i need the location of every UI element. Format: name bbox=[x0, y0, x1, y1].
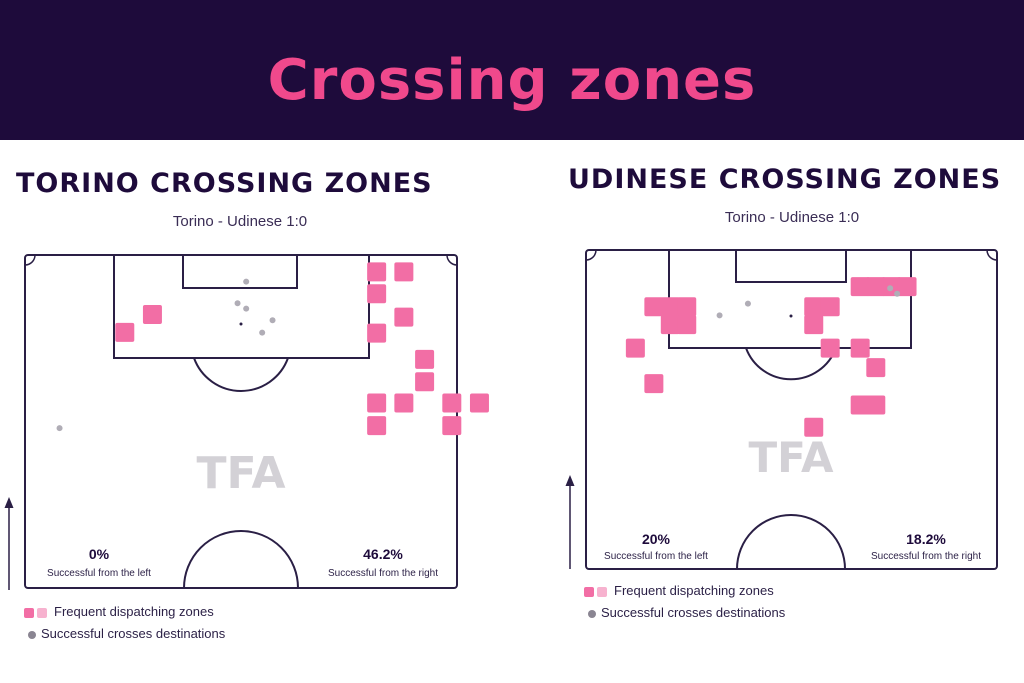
watermark-logo: TFA bbox=[748, 433, 834, 482]
cross-destination bbox=[269, 317, 276, 324]
dispatch-zone bbox=[415, 372, 435, 392]
penalty-box bbox=[668, 249, 912, 349]
cross-destination bbox=[243, 305, 250, 312]
corner-arc-right bbox=[986, 249, 998, 261]
dispatch-zone bbox=[850, 277, 870, 297]
dispatch-zone bbox=[660, 297, 680, 317]
dispatch-zone bbox=[804, 417, 824, 437]
zone-square-light-icon bbox=[37, 608, 47, 618]
dispatch-zone bbox=[442, 416, 462, 436]
watermark-logo: TFA bbox=[196, 448, 285, 499]
legend-label: Frequent dispatching zones bbox=[614, 583, 774, 598]
centre-circle-arc bbox=[183, 530, 299, 589]
dispatch-zone bbox=[394, 307, 414, 327]
dispatch-zone bbox=[442, 393, 462, 413]
left-success-label: Successful from the left bbox=[604, 551, 708, 562]
dispatch-zone bbox=[394, 393, 414, 413]
penalty-spot bbox=[239, 322, 243, 326]
dispatch-zone bbox=[644, 297, 664, 317]
panel-title: TORINO CROSSING ZONES bbox=[16, 168, 433, 199]
dispatch-zone bbox=[415, 349, 435, 369]
pitch-diagram: TFA 20% Successful from the left 18.2% S… bbox=[565, 249, 998, 570]
cross-destination bbox=[887, 285, 894, 292]
cross-destination bbox=[234, 300, 241, 307]
dispatch-zone bbox=[367, 262, 387, 282]
six-yard-box bbox=[735, 249, 847, 283]
dispatch-zone bbox=[115, 322, 135, 342]
dispatch-zone bbox=[820, 297, 840, 317]
pitch-outline bbox=[24, 254, 458, 589]
legend-label: Successful crosses destinations bbox=[601, 605, 786, 620]
dispatch-zone bbox=[625, 338, 645, 358]
cross-destination bbox=[744, 300, 751, 307]
dispatch-zone bbox=[677, 297, 697, 317]
left-success-label: Successful from the left bbox=[47, 568, 151, 579]
pitch-diagram: TFA 0% Successful from the left 46.2% Su… bbox=[4, 254, 489, 590]
dispatch-zone bbox=[367, 416, 387, 436]
dispatch-zone bbox=[850, 395, 870, 415]
right-success-label: Successful from the right bbox=[328, 568, 438, 579]
zone-square-icon bbox=[584, 587, 594, 597]
zone-square-light-icon bbox=[597, 587, 607, 597]
legend-label: Successful crosses destinations bbox=[41, 626, 226, 641]
dispatch-zone bbox=[367, 393, 387, 413]
destination-dot-icon bbox=[588, 610, 596, 618]
cross-destination bbox=[894, 290, 901, 297]
corner-arc-right bbox=[446, 254, 458, 266]
panel-subtitle: Torino - Udinese 1:0 bbox=[172, 213, 308, 230]
panel-udinese: UDINESE CROSSING ZONES Torino - Udinese … bbox=[512, 140, 1024, 683]
dispatch-zone bbox=[677, 315, 697, 335]
panel-torino: TORINO CROSSING ZONES Torino - Udinese 1… bbox=[0, 140, 512, 683]
dispatch-zone bbox=[804, 315, 824, 335]
dispatch-zone bbox=[866, 358, 886, 378]
centre-circle-arc bbox=[736, 514, 846, 570]
dispatch-zone bbox=[367, 284, 387, 304]
dispatch-zone bbox=[644, 374, 664, 394]
dispatch-zone bbox=[367, 323, 387, 343]
corner-arc-left bbox=[24, 254, 36, 266]
dispatch-zone bbox=[897, 277, 917, 297]
panel-title: UDINESE CROSSING ZONES bbox=[568, 164, 1002, 195]
right-success-pct: 18.2% bbox=[906, 531, 946, 547]
penalty-spot bbox=[789, 314, 793, 318]
dispatch-zone bbox=[469, 393, 489, 413]
cross-destination bbox=[716, 312, 723, 319]
dispatch-zone bbox=[394, 262, 414, 282]
corner-arc-left bbox=[585, 249, 597, 261]
dispatch-zone bbox=[850, 338, 870, 358]
left-success-pct: 20% bbox=[642, 531, 671, 547]
direction-arrow-icon bbox=[565, 475, 575, 486]
dispatch-zone bbox=[804, 297, 824, 317]
penalty-arc bbox=[745, 347, 837, 381]
left-success-pct: 0% bbox=[89, 546, 110, 562]
cross-destination bbox=[259, 329, 266, 336]
dispatch-zone bbox=[866, 395, 886, 415]
penalty-arc bbox=[193, 357, 289, 392]
panel-subtitle: Torino - Udinese 1:0 bbox=[724, 209, 860, 226]
legend-label: Frequent dispatching zones bbox=[54, 604, 214, 619]
header-banner: Crossing zones bbox=[0, 0, 1024, 140]
cross-destination bbox=[56, 425, 63, 432]
dispatch-zone bbox=[820, 338, 840, 358]
dispatch-zone bbox=[866, 277, 886, 297]
page-title: Crossing zones bbox=[267, 48, 757, 113]
zone-square-icon bbox=[24, 608, 34, 618]
six-yard-box bbox=[182, 254, 298, 289]
cross-destination bbox=[243, 278, 250, 285]
right-success-label: Successful from the right bbox=[871, 551, 981, 562]
destination-dot-icon bbox=[28, 631, 36, 639]
direction-arrow-icon bbox=[4, 497, 14, 508]
right-success-pct: 46.2% bbox=[363, 546, 403, 562]
dispatch-zone bbox=[142, 304, 162, 324]
dispatch-zone bbox=[660, 315, 680, 335]
